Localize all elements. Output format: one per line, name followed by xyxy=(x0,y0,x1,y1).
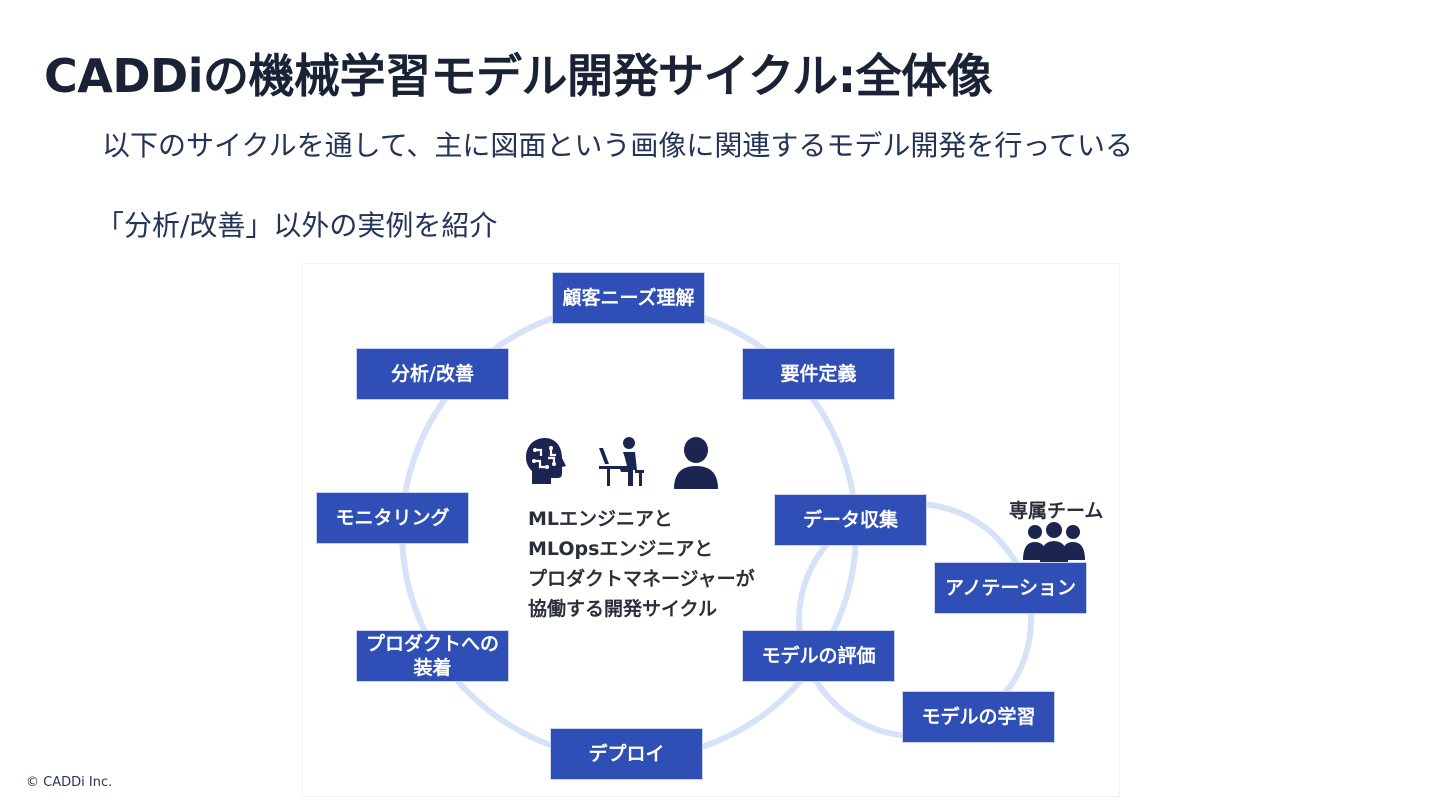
step-product-integration: プロダクトへの装着 xyxy=(356,630,509,682)
step-analysis-improvement: 分析/改善 xyxy=(356,348,509,400)
step-deploy: デプロイ xyxy=(550,728,703,780)
step-model-evaluation: モデルの評価 xyxy=(742,630,895,682)
step-monitoring: モニタリング xyxy=(316,492,469,544)
ml-cycle-diagram: 顧客ニーズ理解 要件定義 データ収集 モデルの評価 デプロイ プロダクトへの装着… xyxy=(302,263,1120,797)
step-customer-needs: 顧客ニーズ理解 xyxy=(552,272,705,324)
cycle-description-line: 協働する開発サイクル xyxy=(528,598,718,620)
cycle-description-line: MLエンジニアと xyxy=(528,508,673,530)
page-subtitle: 以下のサイクルを通して、主に図面という画像に関連するモデル開発を行っている xyxy=(102,129,1133,162)
ai-brain-head-icon xyxy=(526,438,566,484)
cycle-description-line: プロダクトマネージャーが xyxy=(528,568,755,590)
cycle-description: MLエンジニアと MLOpsエンジニアと プロダクトマネージャーが 協働する開発… xyxy=(528,504,755,624)
step-annotation: アノテーション xyxy=(934,562,1087,614)
step-data-collection: データ収集 xyxy=(774,494,927,546)
section-note: 「分析/改善」以外の実例を紹介 xyxy=(96,209,498,242)
copyright: © CADDi Inc. xyxy=(26,775,113,790)
cycle-description-line: MLOpsエンジニアと xyxy=(528,538,714,560)
engineer-at-desk-icon xyxy=(599,437,644,486)
person-icon xyxy=(674,437,718,489)
step-model-training: モデルの学習 xyxy=(902,691,1055,743)
step-requirements: 要件定義 xyxy=(742,348,895,400)
dedicated-team-label: 専属チーム xyxy=(1009,500,1104,522)
team-icon xyxy=(1023,522,1085,562)
page-title: CADDiの機械学習モデル開発サイクル:全体像 xyxy=(44,49,993,103)
